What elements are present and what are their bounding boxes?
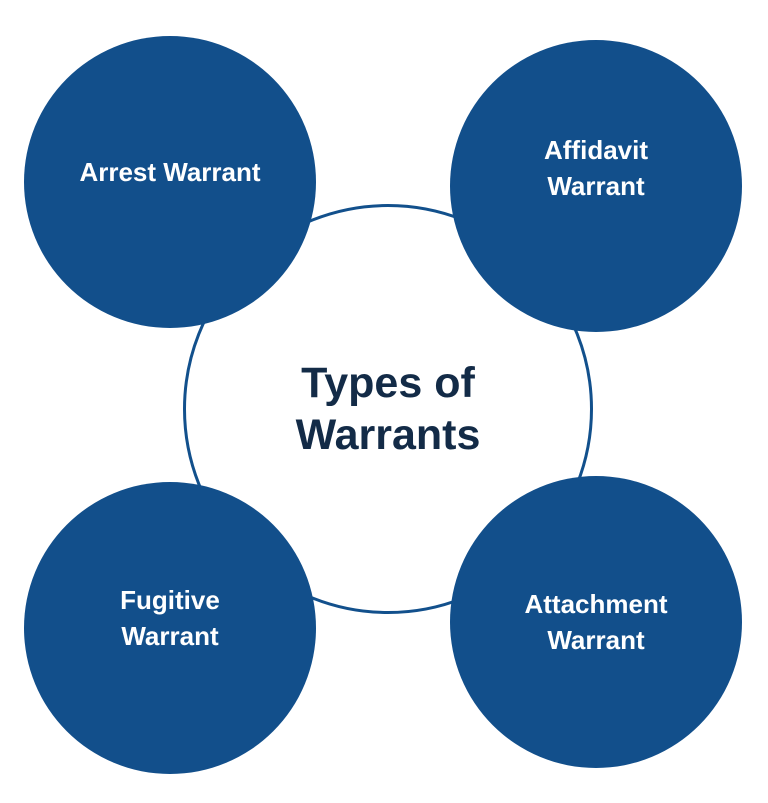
node-label-fugitive-warrant: Fugitive Warrant	[120, 585, 220, 651]
node-arrest-warrant: Arrest Warrant	[24, 36, 316, 328]
diagram-title: Types of Warrants	[295, 359, 481, 459]
node-fugitive-warrant: Fugitive Warrant	[24, 482, 316, 774]
node-affidavit-warrant: Affidavit Warrant	[450, 40, 742, 332]
node-attachment-warrant: Attachment Warrant	[450, 476, 742, 768]
node-label-affidavit-warrant: Affidavit Warrant	[544, 135, 648, 201]
node-label-attachment-warrant: Attachment Warrant	[524, 589, 668, 655]
node-label-arrest-warrant: Arrest Warrant	[79, 157, 261, 187]
